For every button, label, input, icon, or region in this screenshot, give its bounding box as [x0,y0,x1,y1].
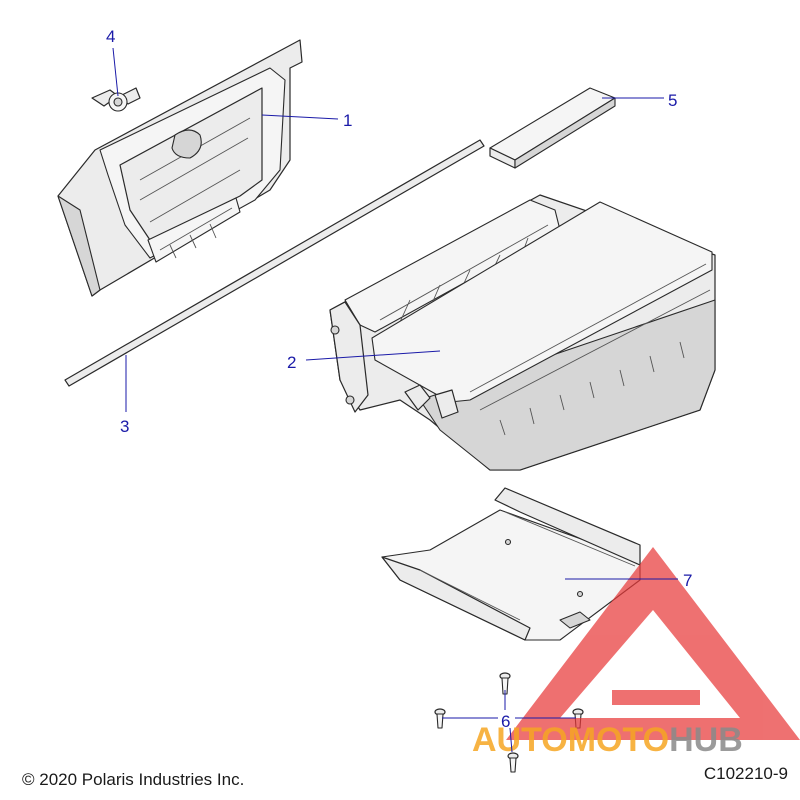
leader-lines [112,47,678,753]
watermark-logo [506,547,800,740]
watermark-wordmark: AUTOMOTOHUB [472,721,743,759]
callout-7: 7 [683,571,692,590]
screw-bottom [507,752,519,773]
callout-3: 3 [120,417,129,436]
part-4-latch [91,87,141,112]
callout-6: 6 [501,712,510,731]
part-5-foam-block [489,87,616,169]
part-2-storage-box [329,194,716,471]
watermark-hub: HUB [669,721,743,759]
watermark-auto: AUTO [472,721,568,759]
callout-1: 1 [343,111,352,130]
copyright-text: © 2020 Polaris Industries Inc. [22,770,245,789]
leader-4 [112,47,119,97]
watermark-moto: MOTO [568,721,669,759]
callout-5: 5 [668,91,677,110]
leader-6d [509,727,513,753]
screw-left [434,708,446,729]
diagram-code: C102210-9 [703,764,788,783]
part-1-glovebox-door [57,39,303,297]
leader-1 [261,114,339,120]
callout-2: 2 [287,353,296,372]
callouts: 1 2 3 4 5 6 7 [106,27,692,731]
leader-2 [305,350,441,361]
callout-4: 4 [106,27,115,46]
part-7-bracket-plate [381,487,641,641]
svg-text:AUTOMOTOHUB: AUTOMOTOHUB [472,721,743,759]
part-3-seal-strip [64,139,485,387]
screw-top [499,672,511,695]
